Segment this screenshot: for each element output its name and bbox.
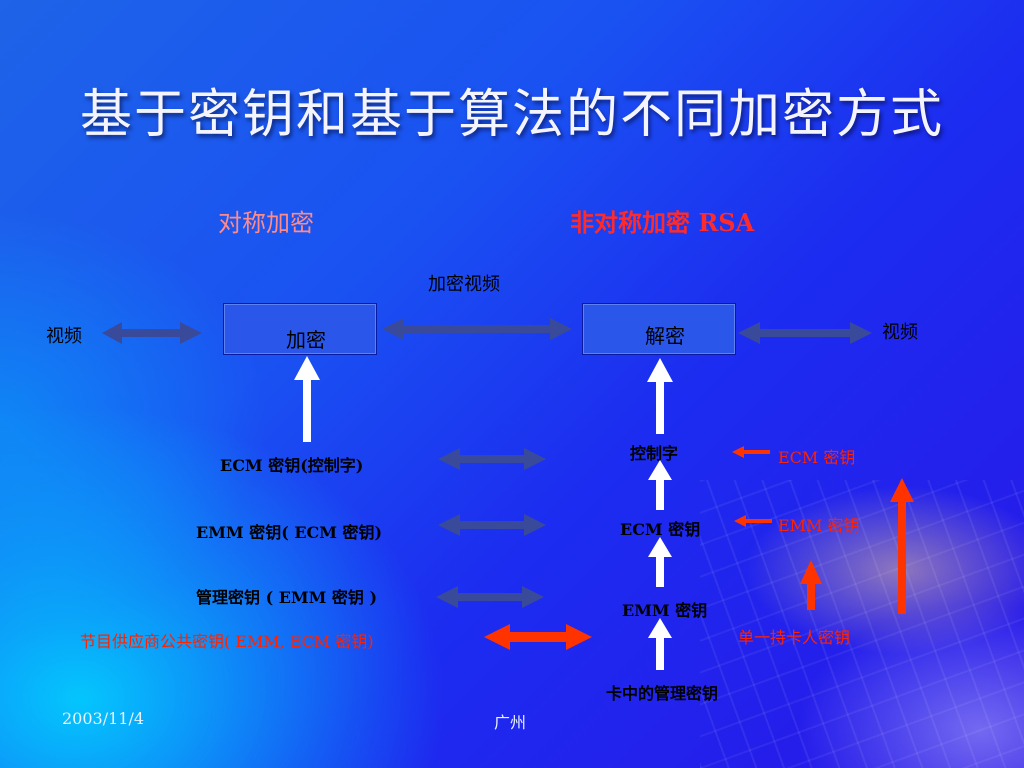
arrow-control-word-up-to-decrypt	[647, 358, 673, 434]
chain-ecm-key: ECM 密钥	[620, 520, 701, 539]
footer-date: 2003/11/4	[62, 709, 145, 728]
chain-control-word: 控制字	[630, 444, 679, 463]
arrow-red-ecm-left	[732, 446, 770, 458]
left-item-emm-key: EMM 密钥( ECM 密钥)	[196, 523, 383, 542]
arrow-video-to-encrypt	[102, 322, 202, 344]
chain-card-management-key: 卡中的管理密钥	[606, 684, 719, 703]
red-up-arrows	[800, 478, 914, 614]
arrow-ecm-up-to-control-word	[648, 460, 672, 510]
video-left-label: 视频	[46, 326, 82, 347]
arrow-card-up-to-emm	[648, 618, 672, 670]
chain-emm-key: EMM 密钥	[622, 601, 708, 620]
subtitle-symmetric: 对称加密	[218, 209, 314, 237]
arrow-management-key-link	[436, 586, 544, 608]
footer-location: 广州	[494, 713, 527, 732]
red-label-ecm-key: ECM 密钥	[778, 448, 856, 467]
red-left-arrows	[732, 446, 772, 527]
arrow-emm-key-link	[438, 514, 546, 536]
arrow-red-emm-left	[734, 515, 772, 527]
provider-public-key: 节目供应商公共密钥( EMM, ECM 密钥)	[80, 632, 374, 651]
encrypt-box-label: 加密	[286, 328, 326, 352]
red-label-emm-key: EMM 密钥	[778, 516, 860, 535]
left-item-ecm-key: ECM 密钥(控制字)	[220, 456, 364, 475]
arrow-ecm-key-link	[438, 448, 546, 470]
arrow-red-single-key-up	[800, 560, 822, 610]
arrow-encrypt-to-decrypt	[382, 318, 572, 340]
video-right-label: 视频	[882, 322, 918, 343]
arrow-decrypt-to-video	[738, 322, 872, 344]
slide-title: 基于密钥和基于算法的不同加密方式	[79, 85, 944, 145]
double-arrows	[102, 318, 872, 608]
encrypt-box: 加密	[223, 303, 377, 355]
arrow-emm-up-to-ecm	[648, 537, 672, 587]
arrow-red-tall-up	[890, 478, 914, 614]
decrypt-box: 解密	[582, 303, 736, 355]
red-label-single-cardholder-key: 单一持卡人密钥	[738, 628, 851, 647]
left-item-management-key: 管理密钥 ( EMM 密钥 )	[196, 588, 378, 607]
arrow-ecm-up-to-encrypt	[294, 356, 320, 442]
decrypt-box-label: 解密	[645, 324, 685, 348]
subtitle-asymmetric: 非对称加密 RSA	[570, 208, 755, 237]
decorative-hand-image	[700, 480, 1024, 768]
white-up-arrows	[294, 356, 673, 670]
arrow-provider-key-link	[484, 624, 592, 650]
encrypted-video-label: 加密视频	[428, 274, 500, 295]
